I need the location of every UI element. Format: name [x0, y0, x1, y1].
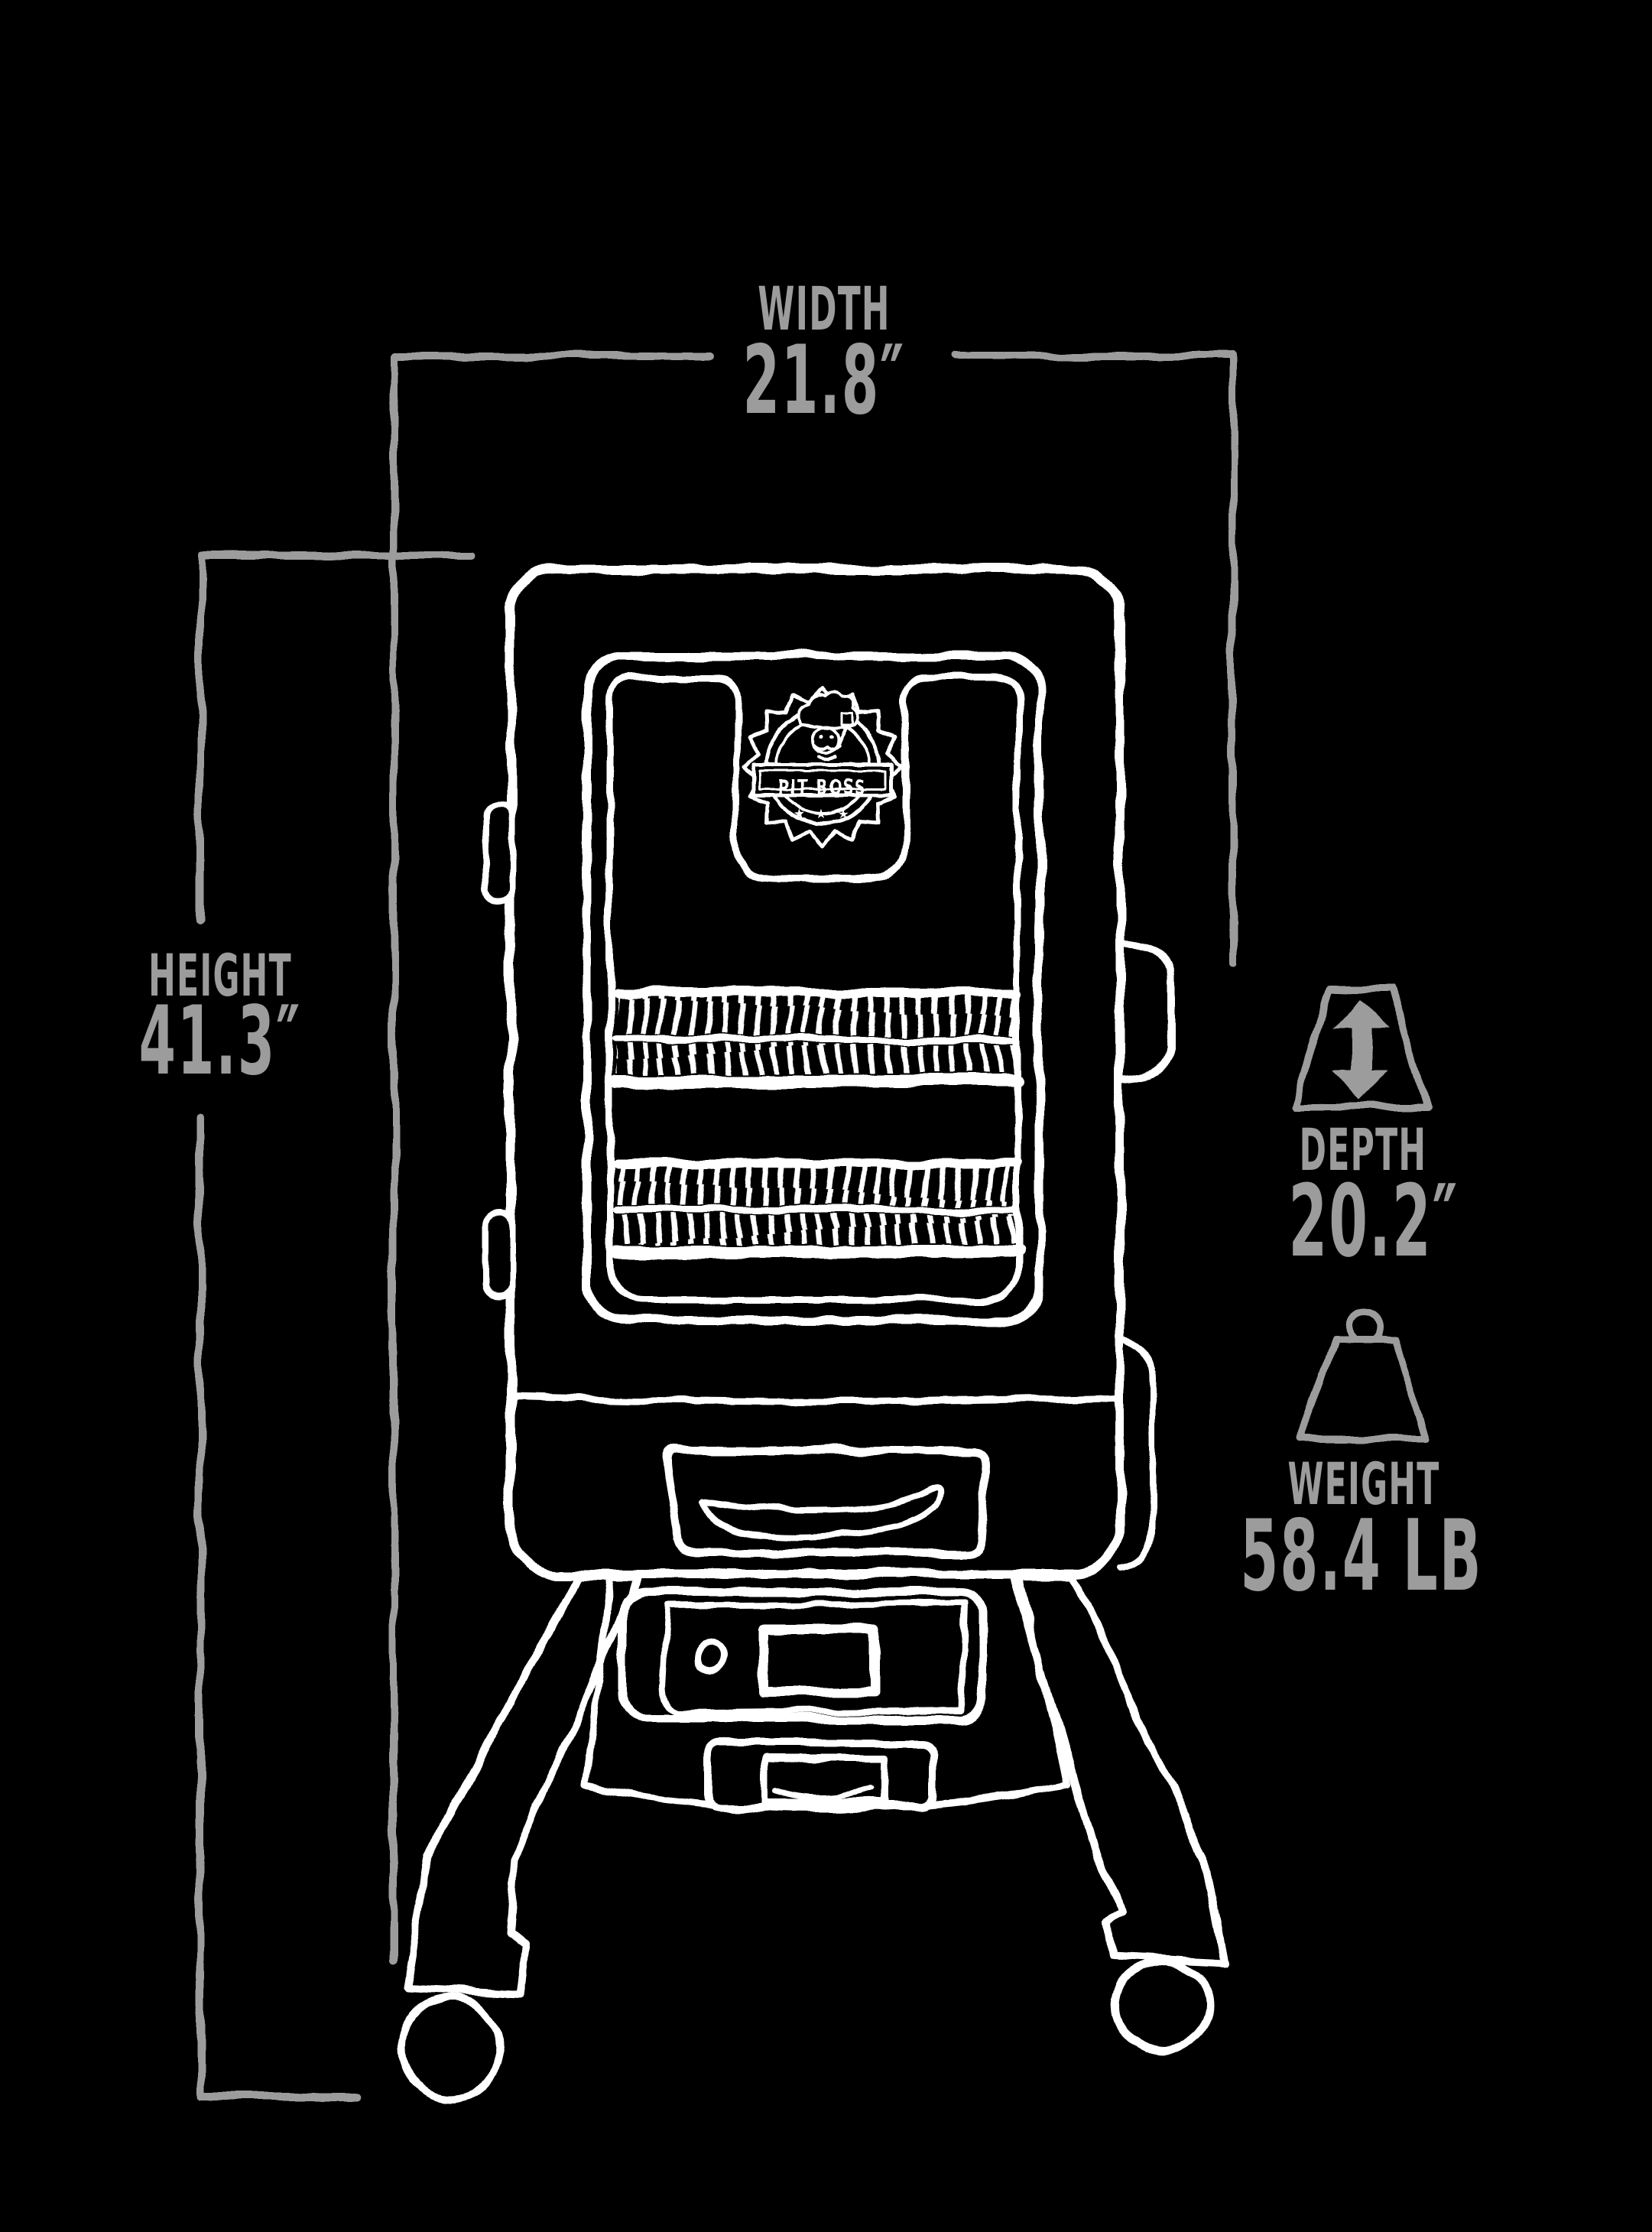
pit-boss-badge-logo: PIT BOSS ★ ★ ★ — [742, 686, 904, 848]
door-window-inner — [605, 673, 1022, 1304]
height-value: 41.3″ — [138, 986, 302, 1097]
control-panel — [618, 1587, 987, 1724]
door-window-outer — [583, 651, 1044, 1325]
right-caster-wheel — [1111, 1959, 1213, 2054]
side-handle — [1116, 938, 1175, 1084]
lower-access-inner — [761, 1755, 888, 1807]
depth-value: 20.2″ — [1288, 1163, 1459, 1279]
weight-label: WEIGHT — [1287, 1450, 1440, 1518]
door-seam — [508, 1393, 1122, 1405]
control-screen — [758, 1623, 881, 1697]
height-label: HEIGHT — [148, 941, 292, 1009]
door-hinge-top — [483, 801, 515, 902]
base-left-side — [582, 1571, 615, 1790]
left-caster-wheel — [398, 1993, 504, 2102]
base-right-side — [1015, 1571, 1071, 1787]
lower-access-curve — [774, 1786, 875, 1801]
body-right-edge — [1117, 1335, 1156, 1572]
door-handle-recess — [662, 1446, 991, 1557]
door-handle-swoosh — [701, 1484, 945, 1540]
cooking-rack-lower — [610, 1158, 1024, 1258]
depth-label: DEPTH — [1299, 1116, 1427, 1184]
height-dimension-line — [196, 551, 475, 2100]
cooking-rack-upper — [610, 988, 1024, 1087]
control-panel-inner — [659, 1600, 968, 1716]
badge-stars: ★ ★ ★ — [794, 807, 852, 822]
weight-value: 58.4 LB — [1240, 1499, 1483, 1613]
width-dimension-line — [390, 353, 1236, 1965]
width-label: WIDTH — [758, 275, 891, 344]
chef-character-icon — [797, 690, 860, 761]
door-hinge-bottom — [483, 1209, 515, 1299]
badge-brand-text: PIT BOSS — [777, 775, 867, 799]
control-knob — [693, 1639, 729, 1674]
depth-double-arrow-icon — [1290, 984, 1431, 1111]
width-value: 21.8″ — [742, 326, 906, 436]
front-right-leg — [1011, 1573, 1228, 1967]
weight-icon — [1296, 1308, 1431, 1444]
